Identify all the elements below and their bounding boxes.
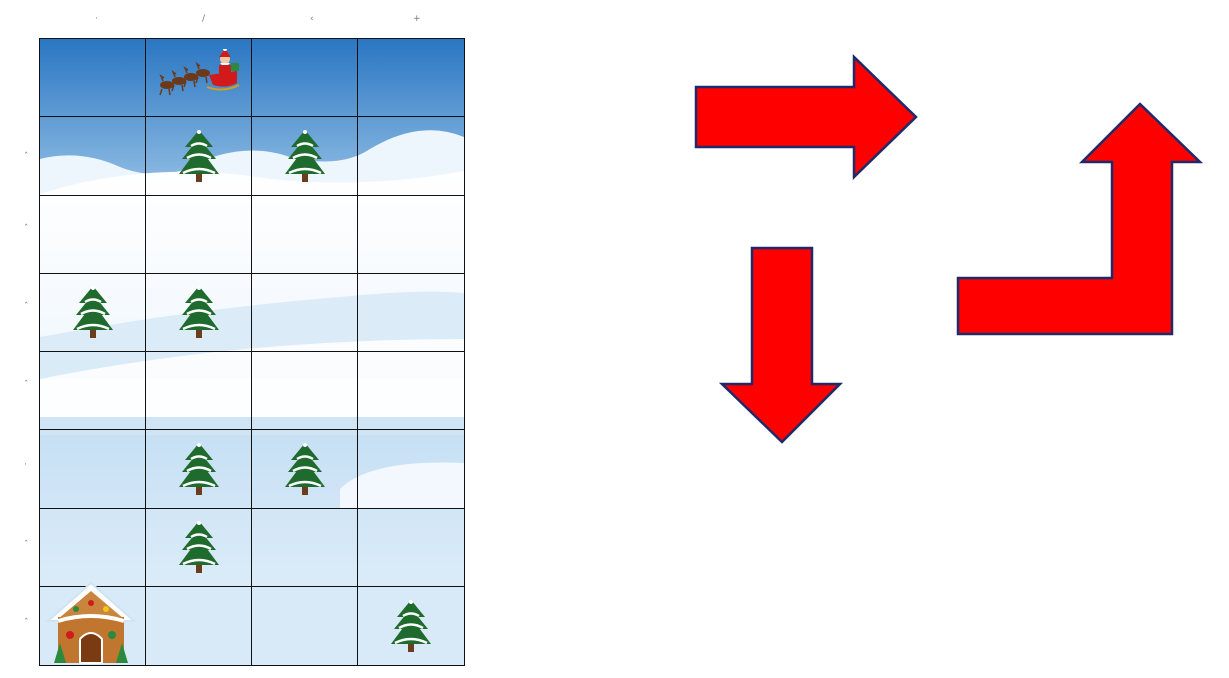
grid-cell[interactable] bbox=[40, 117, 146, 196]
grid-cell[interactable] bbox=[146, 352, 252, 431]
grid-cell[interactable] bbox=[252, 586, 358, 665]
grid-cell[interactable] bbox=[358, 587, 464, 665]
grid-cell[interactable] bbox=[252, 352, 358, 431]
grid-cell[interactable] bbox=[252, 508, 358, 587]
grid-cell[interactable] bbox=[252, 39, 358, 118]
grid-cell[interactable] bbox=[40, 352, 146, 431]
tree-icon bbox=[71, 285, 115, 339]
grid-cell[interactable] bbox=[40, 508, 146, 587]
grid-cell[interactable] bbox=[358, 274, 464, 352]
grid-cell[interactable] bbox=[358, 117, 464, 196]
tree-icon bbox=[283, 442, 327, 496]
grid-cell[interactable] bbox=[252, 273, 358, 352]
grid bbox=[40, 39, 464, 665]
side-tick-4: ˆ bbox=[24, 380, 29, 390]
side-tick-3: ˆ bbox=[24, 302, 29, 312]
grid-cell[interactable] bbox=[146, 508, 252, 587]
side-tick-1: ˆ bbox=[24, 152, 29, 162]
grid-cell[interactable] bbox=[40, 581, 146, 665]
down-arrow[interactable] bbox=[718, 244, 846, 448]
tree-icon bbox=[177, 129, 221, 183]
grid-cell[interactable] bbox=[146, 117, 252, 196]
side-tick-6: ˆ bbox=[24, 540, 29, 550]
grid-cell[interactable] bbox=[40, 273, 146, 352]
top-tick-4: + bbox=[413, 14, 421, 24]
right-arrow[interactable] bbox=[692, 54, 922, 180]
grid-cell[interactable] bbox=[146, 39, 252, 118]
grid-cell[interactable] bbox=[40, 195, 146, 274]
grid-cell[interactable] bbox=[40, 39, 146, 118]
top-tick-2: / bbox=[202, 14, 206, 24]
gingerbread-house-icon bbox=[46, 581, 136, 665]
side-tick-2: ˆ bbox=[24, 224, 29, 234]
tree-icon bbox=[389, 599, 433, 653]
tree-icon bbox=[283, 129, 327, 183]
grid-cell[interactable] bbox=[146, 195, 252, 274]
grid-cell[interactable] bbox=[146, 430, 252, 509]
grid-cell[interactable] bbox=[252, 117, 358, 196]
side-tick-5: · bbox=[24, 460, 27, 470]
turn-up-arrow[interactable] bbox=[954, 100, 1204, 340]
tree-icon bbox=[177, 285, 221, 339]
grid-cell[interactable] bbox=[40, 430, 146, 509]
grid-cell[interactable] bbox=[358, 430, 464, 509]
grid-cell[interactable] bbox=[252, 195, 358, 274]
grid-cell[interactable] bbox=[358, 509, 464, 587]
santa-sleigh-icon bbox=[157, 48, 241, 97]
tree-icon bbox=[177, 520, 221, 574]
grid-cell[interactable] bbox=[358, 39, 464, 118]
grid-cell[interactable] bbox=[146, 586, 252, 665]
grid-cell[interactable] bbox=[358, 196, 464, 274]
game-board bbox=[39, 38, 465, 666]
grid-cell[interactable] bbox=[358, 352, 464, 431]
top-tick-1: · bbox=[95, 14, 98, 24]
top-tick-3: ‹ bbox=[310, 14, 314, 24]
grid-cell[interactable] bbox=[146, 273, 252, 352]
side-tick-7: ˆ bbox=[24, 618, 29, 628]
grid-cell[interactable] bbox=[252, 430, 358, 509]
tree-icon bbox=[177, 442, 221, 496]
